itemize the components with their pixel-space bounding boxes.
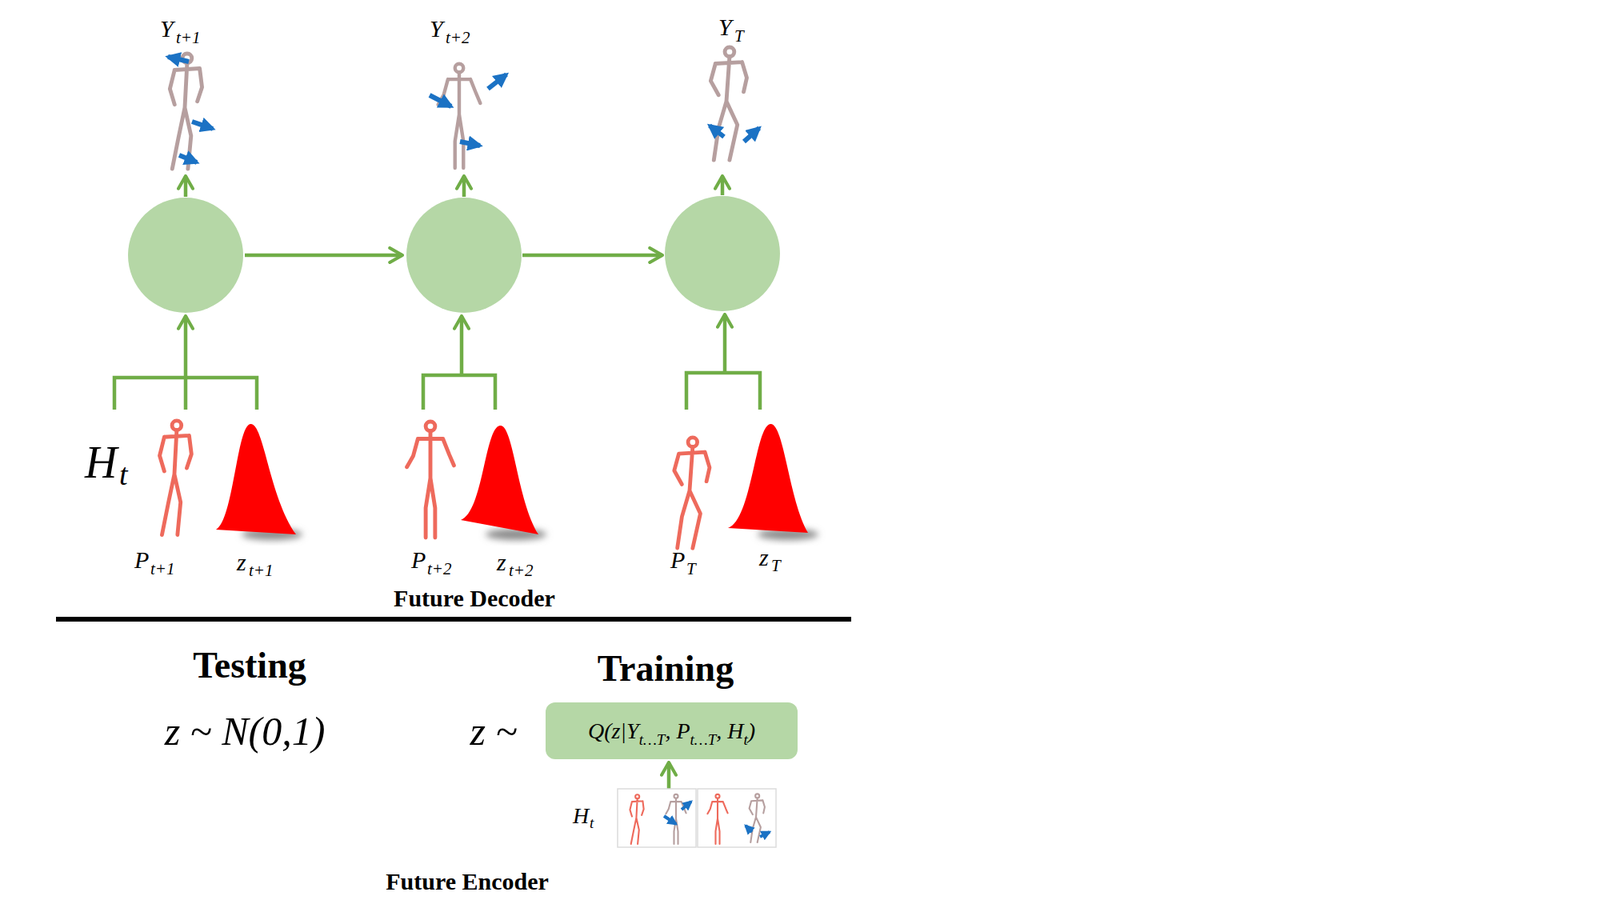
formula-row: Q(z|Yt…T, Pt…T, Ht) [588,717,756,745]
flow-arrow [522,253,663,258]
variable-label: H [84,436,117,488]
gaussian-bell [460,425,539,535]
rnn-cell [664,196,780,312]
flow-arrow [720,176,725,196]
formula-text: Q(z|Y [588,718,640,744]
pose-figure [629,794,644,844]
motion-arrow [179,155,197,163]
subscript: t [589,814,594,832]
encoder-box: Q(z|Yt…T, Pt…T, Ht) [545,702,798,760]
subscript: T [771,556,781,576]
output-pose [169,47,747,169]
variable-label: P [411,546,426,575]
input-pose [160,420,710,548]
variable-label: H [572,803,589,829]
variable-label: Y [429,15,444,44]
rnn-cells [128,196,780,313]
shadow [485,528,547,540]
motion-arrow [488,74,507,89]
motion-arrow [168,56,189,62]
flow-arrow [462,176,467,197]
history-thumbnails [617,788,776,848]
flow-arrow [244,253,403,258]
motion-arrows [168,56,760,163]
pose-figure [710,47,747,160]
input-bracket [114,377,257,410]
subscript: t [119,457,128,493]
variable-label: P [670,546,685,575]
section-title: Future Encoder [385,868,549,896]
flow-arrow [184,176,188,197]
flow-arrow [184,316,188,378]
pose-figure [160,420,192,536]
latent-distributions [216,424,819,540]
motion-arrow [709,125,724,137]
motion-arrow [760,832,770,837]
motion-arrow [681,801,692,810]
variable-label: Y [718,13,732,42]
subscript: t…T [639,731,666,748]
panel-heading: Testing [192,644,306,688]
variable-label: z [496,548,507,577]
subscript: t+2 [427,559,452,579]
section-title: Future Decoder [393,584,556,613]
pose-figure [707,794,728,844]
rnn-cell [128,197,244,313]
motion-arrow [429,95,452,107]
formula: z ~ [469,708,517,756]
motion-arrow [664,816,676,824]
formula-text: , P [664,718,690,744]
subscript: t [743,731,748,748]
subscript: t+2 [508,560,534,580]
subscript: T [734,26,744,46]
variable-label: z [759,544,769,572]
subscript: t+1 [150,559,176,579]
subscript: t+1 [248,560,274,580]
formula-text: ) [748,718,756,744]
pose-figure [674,437,710,548]
input-bracket [423,375,496,410]
subscript: t+1 [176,28,201,48]
divider-line [56,616,852,622]
pose-figure [438,64,481,168]
motion-arrow [460,141,480,146]
variable-label: Y [160,15,174,44]
motion-arrow [745,825,752,832]
motion-arrow [192,121,213,129]
rnn-cell [406,197,522,313]
subscript: T [686,559,696,579]
formula: z ~ N(0,1) [164,708,326,756]
pose-figure [407,421,455,538]
flow-arrow [667,762,672,789]
variable-label: z [236,548,247,577]
subscript: t+2 [445,28,471,48]
flow-arrows [114,176,760,789]
subscript: t…T [689,731,716,748]
gaussian-bell [216,424,296,535]
thumbnail-frame [697,788,776,848]
motion-arrow [744,128,760,142]
panel-heading: Training [597,648,734,691]
thumbnail-frame [617,788,696,848]
formula-text: , H [716,718,744,744]
gaussian-bell [728,424,808,533]
input-bracket [686,372,760,410]
pose-figure [169,53,202,169]
variable-label: P [134,546,149,575]
flow-arrow [460,316,464,376]
flow-arrow [723,314,728,373]
